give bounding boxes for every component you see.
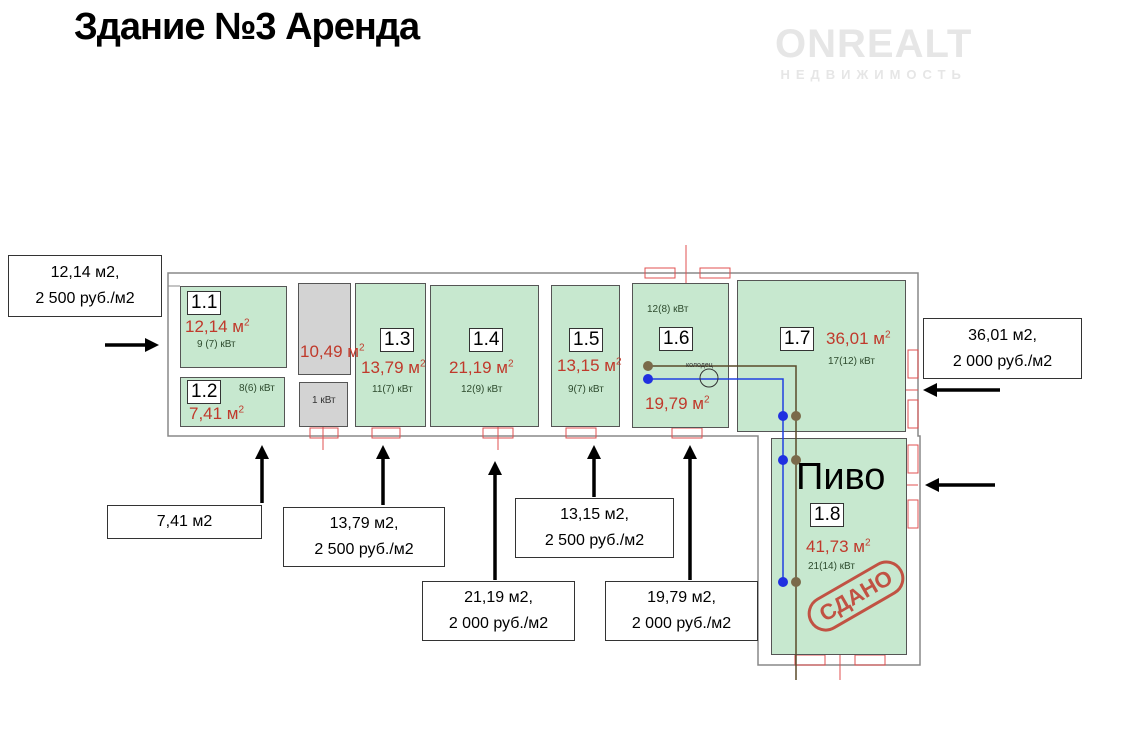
callout-1-4: 21,19 м2,2 000 руб./м2 <box>422 581 575 641</box>
tenant-label: Пиво <box>796 456 886 498</box>
room-1-5[interactable]: 1.5 13,15 м2 9(7) кВт <box>551 285 622 427</box>
room-power: 21(14) кВт <box>808 561 855 572</box>
callout-1-1: 12,14 м2,2 500 руб./м2 <box>8 255 162 317</box>
callout-1-2: 7,41 м2 <box>107 505 262 539</box>
room-power: 12(8) кВт <box>647 304 689 315</box>
room-power: 12(9) кВт <box>461 384 503 395</box>
room-power: 9(7) кВт <box>568 384 604 395</box>
callout-1-7: 36,01 м2,2 000 руб./м2 <box>923 318 1082 379</box>
well-label: колодец <box>686 362 713 369</box>
room-1-3[interactable]: 1.3 13,79 м2 11(7) кВт <box>355 283 426 427</box>
callout-1-3: 13,79 м2,2 500 руб./м2 <box>283 507 445 567</box>
logo: ONREALT НЕДВИЖИМОСТЬ <box>775 22 972 82</box>
room-area: 19,79 м2 <box>645 394 710 413</box>
room-1-7[interactable]: 1.7 36,01 м2 17(12) кВт <box>737 280 906 432</box>
room-area: 7,41 м2 <box>189 404 245 423</box>
room-area: 21,19 м2 <box>449 358 514 377</box>
room-power: 1 кВт <box>312 395 336 406</box>
room-number: 1.8 <box>810 503 845 527</box>
room-area: 12,14 м2 <box>185 317 250 336</box>
room-1-1[interactable]: 1.1 12,14 м2 9 (7) кВт <box>180 286 287 368</box>
room-1-2[interactable]: 1.2 8(6) кВт 7,41 м2 <box>180 377 285 427</box>
room-area: 13,15 м2 <box>557 356 622 375</box>
room-power: 17(12) кВт <box>828 356 875 367</box>
room-number: 1.2 <box>187 380 222 404</box>
room-1-4[interactable]: 1.4 21,19 м2 12(9) кВт <box>430 285 539 427</box>
room-number: 1.3 <box>380 328 415 352</box>
room-number: 1.1 <box>187 291 222 315</box>
room-number: 1.7 <box>780 327 815 351</box>
room-1-6[interactable]: 12(8) кВт 1.6 19,79 м2 <box>632 283 729 428</box>
page-title: Здание №3 Аренда <box>74 6 420 48</box>
room-area: 10,49 м2 <box>300 342 365 361</box>
room-area: 13,79 м2 <box>361 358 426 377</box>
room-area: 41,73 м2 <box>806 537 871 556</box>
room-number: 1.4 <box>469 328 504 352</box>
room-power: 9 (7) кВт <box>197 339 236 350</box>
room-power: 11(7) кВт <box>372 384 413 395</box>
room-power: 8(6) кВт <box>239 383 275 394</box>
logo-name: ONREALT <box>775 22 973 66</box>
callout-1-6: 19,79 м2,2 000 руб./м2 <box>605 581 758 641</box>
room-number: 1.6 <box>659 327 694 351</box>
room-utility[interactable] <box>298 283 351 375</box>
logo-subtitle: НЕДВИЖИМОСТЬ <box>780 67 967 82</box>
room-area: 36,01 м2 <box>826 329 891 348</box>
room-utility-lower[interactable]: 1 кВт <box>299 382 348 427</box>
callout-1-5: 13,15 м2,2 500 руб./м2 <box>515 498 674 558</box>
room-number: 1.5 <box>569 328 604 352</box>
